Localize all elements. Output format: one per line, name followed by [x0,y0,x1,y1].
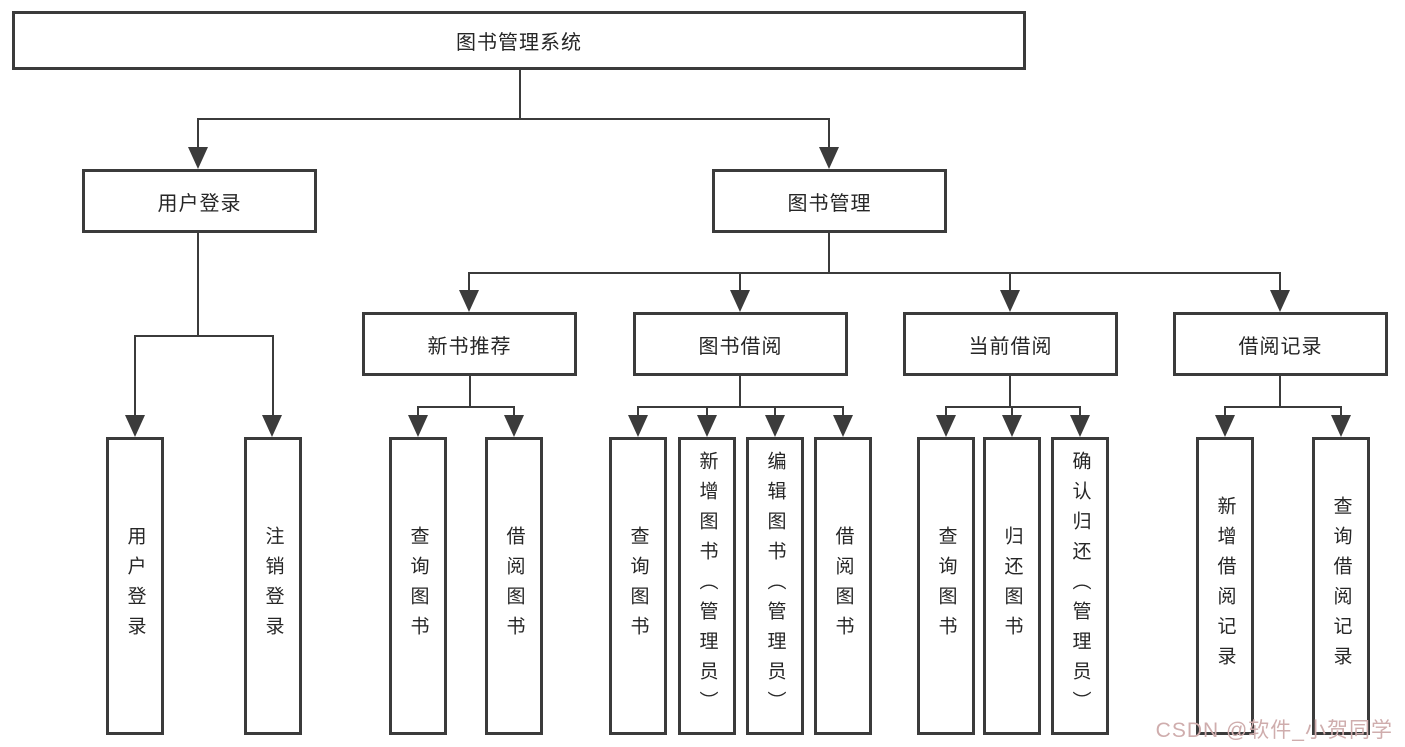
arrow-down-icon [628,415,648,437]
connector-recommend-rail [417,406,515,408]
connector-l3-drop-3 [1009,272,1011,292]
node-new-book-recommend: 新书推荐 [362,312,577,376]
connector-drop [1079,406,1081,417]
connector-level2-rail [197,118,830,120]
arrow-down-icon [1215,415,1235,437]
arrow-down-icon [1331,415,1351,437]
leaf-current-confirm-return-admin: 确认归还（管理员） [1051,437,1109,735]
arrow-down-icon [1000,290,1020,312]
connector-drop [637,406,639,417]
connector-l3-drop-4 [1279,272,1281,292]
connector-records-stem [1279,376,1281,406]
arrow-down-icon [459,290,479,312]
connector-borrow-rail [637,406,844,408]
arrow-down-icon [833,415,853,437]
node-current-borrow: 当前借阅 [903,312,1118,376]
arrow-down-icon [1270,290,1290,312]
connector-root-stem [519,70,521,118]
connector-drop [1011,406,1013,417]
leaf-recommend-query-books: 查询图书 [389,437,447,735]
node-book-borrow: 图书借阅 [633,312,848,376]
leaf-current-query-books: 查询图书 [917,437,975,735]
leaf-user-login: 用户登录 [106,437,164,735]
arrow-down-icon [408,415,428,437]
connector-drop [1224,406,1226,417]
arrow-down-icon [504,415,524,437]
arrow-down-icon [262,415,282,437]
arrow-down-icon [1070,415,1090,437]
node-book-management: 图书管理 [712,169,947,233]
arrow-down-icon [936,415,956,437]
connector-level3-rail [468,272,1281,274]
connector-drop [1340,406,1342,417]
leaf-borrow-add-books-admin: 新增图书（管理员） [678,437,736,735]
leaf-borrow-edit-books-admin: 编辑图书（管理员） [746,437,804,735]
leaf-recommend-borrow-books: 借阅图书 [485,437,543,735]
arrow-down-icon [697,415,717,437]
leaf-borrow-borrow-books: 借阅图书 [814,437,872,735]
connector-login-rail [134,335,273,337]
arrow-down-icon [188,147,208,169]
arrow-down-icon [125,415,145,437]
connector-current-stem [1009,376,1011,406]
connector-mgmt-stem [828,233,830,272]
connector-l3-drop-2 [739,272,741,292]
connector-records-rail [1224,406,1342,408]
leaf-records-add-borrow-record: 新增借阅记录 [1196,437,1254,735]
connector-borrow-stem [739,376,741,406]
leaf-records-query-borrow-record: 查询借阅记录 [1312,437,1370,735]
connector-drop [513,406,515,417]
arrow-down-icon [730,290,750,312]
connector-drop [417,406,419,417]
node-user-login: 用户登录 [82,169,317,233]
connector-drop [842,406,844,417]
arrow-down-icon [765,415,785,437]
connector-login-drop [197,118,199,149]
connector-login-leaf1-drop [134,335,136,417]
connector-login-leaf2-drop [272,335,274,417]
node-root: 图书管理系统 [12,11,1026,70]
connector-recommend-stem [469,376,471,406]
connector-drop [706,406,708,417]
arrow-down-icon [1002,415,1022,437]
leaf-borrow-query-books: 查询图书 [609,437,667,735]
node-borrow-records: 借阅记录 [1173,312,1388,376]
connector-mgmt-drop [828,118,830,149]
connector-current-rail [945,406,1081,408]
arrow-down-icon [819,147,839,169]
connector-login-stem [197,233,199,337]
csdn-watermark: CSDN @软件_小贺同学 [1155,719,1393,742]
connector-drop [774,406,776,417]
leaf-current-return-books: 归还图书 [983,437,1041,735]
connector-l3-drop-1 [468,272,470,292]
connector-drop [945,406,947,417]
leaf-logout: 注销登录 [244,437,302,735]
